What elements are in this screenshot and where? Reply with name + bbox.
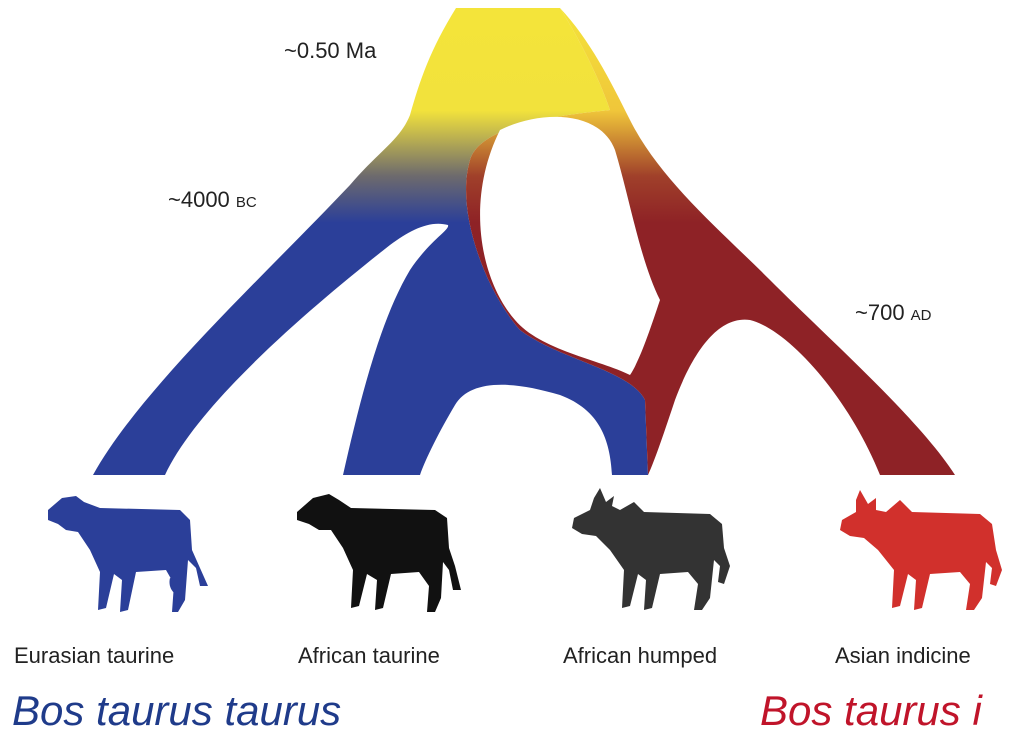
tree	[93, 8, 955, 475]
species-title-indicus: Bos taurus i	[760, 687, 983, 734]
group-label-asian-indicine: Asian indicine	[835, 643, 971, 668]
time-label-ma: ~0.50 Ma	[284, 38, 377, 63]
species-title-taurus: Bos taurus taurus	[12, 687, 341, 734]
african-taurine-cow-icon	[297, 494, 461, 612]
african-humped-cattle-icon	[572, 488, 730, 610]
eurasian-taurine-cow-icon	[48, 496, 208, 612]
time-label-ad: ~700 AD	[855, 300, 932, 325]
group-label-african-humped: African humped	[563, 643, 717, 668]
group-label-african-taurine: African taurine	[298, 643, 440, 668]
group-label-eurasian-taurine: Eurasian taurine	[14, 643, 174, 668]
time-label-bc: ~4000 BC	[168, 187, 257, 212]
cattle-silhouettes	[48, 488, 1002, 612]
asian-indicine-cattle-icon	[840, 490, 1002, 610]
